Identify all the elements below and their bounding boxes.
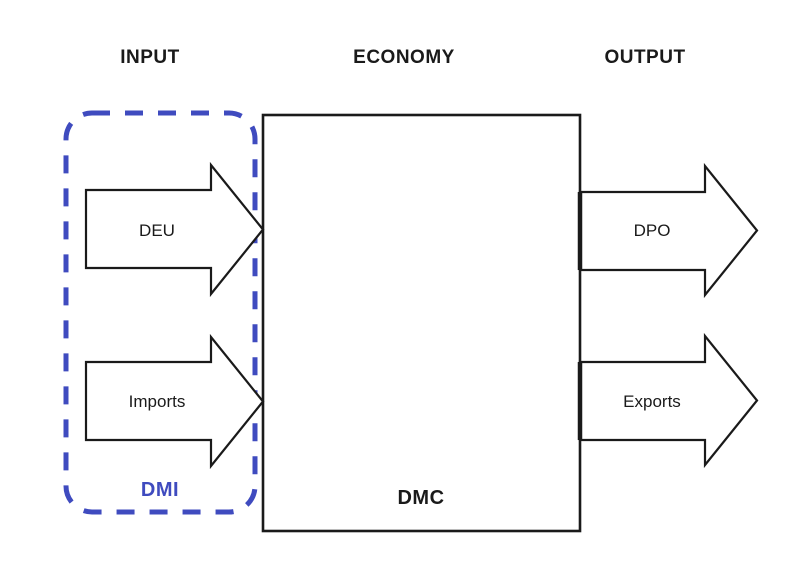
economy-box <box>261 113 582 533</box>
column-header-economy: ECONOMY <box>353 47 455 68</box>
aggregate-label-dmc: DMC <box>397 487 444 509</box>
arrow-label-imports: Imports <box>129 392 186 411</box>
arrow-label-deu: DEU <box>139 221 175 240</box>
column-header-input: INPUT <box>120 47 180 68</box>
aggregate-label-dmi: DMI <box>141 479 179 501</box>
column-header-output: OUTPUT <box>604 47 685 68</box>
arrow-exports <box>578 332 759 469</box>
arrow-dpo <box>578 162 759 299</box>
dmi-group-box <box>63 110 258 515</box>
arrow-label-exports: Exports <box>623 392 681 411</box>
arrow-label-dpo: DPO <box>634 221 671 240</box>
arrow-deu <box>84 161 265 298</box>
arrow-imports <box>84 333 265 470</box>
